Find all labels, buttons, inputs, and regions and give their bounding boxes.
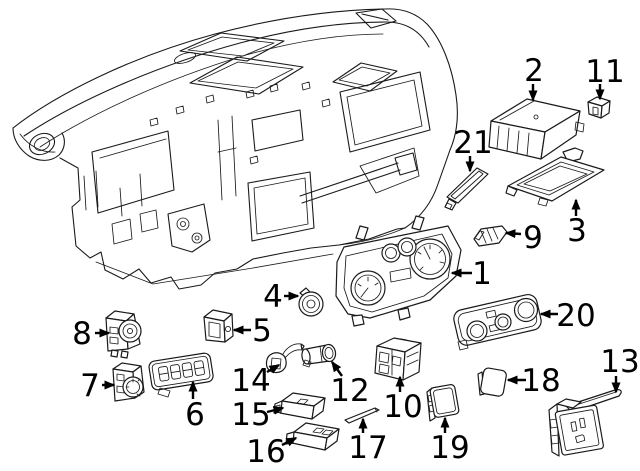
callout-17[interactable]: 17 <box>348 417 388 466</box>
callout-2-label[interactable]: 2 <box>524 53 544 89</box>
part-17-trim-strip <box>344 407 380 424</box>
callout-5[interactable]: 5 <box>232 313 272 349</box>
part-8-headlamp-switch <box>105 310 142 359</box>
part-6-switch-panel <box>148 352 214 398</box>
callout-19-label[interactable]: 19 <box>430 430 469 466</box>
callout-18[interactable]: 18 <box>506 363 561 399</box>
callout-12-label[interactable]: 12 <box>330 373 369 409</box>
callout-15[interactable]: 15 <box>231 397 285 433</box>
callout-13-label[interactable]: 13 <box>600 344 639 380</box>
callout-12[interactable]: 12 <box>330 360 370 409</box>
part-4-round-grommet <box>298 287 324 317</box>
callout-8-label[interactable]: 8 <box>72 316 92 352</box>
callout-21-label[interactable]: 21 <box>453 125 492 161</box>
callout-3[interactable]: 3 <box>567 198 587 249</box>
callout-5-label[interactable]: 5 <box>252 313 272 349</box>
callout-2[interactable]: 2 <box>524 53 544 102</box>
callout-4[interactable]: 4 <box>263 279 300 315</box>
callout-16[interactable]: 16 <box>246 434 298 470</box>
callout-20-label[interactable]: 20 <box>556 298 595 334</box>
callout-1[interactable]: 1 <box>450 256 492 292</box>
part-3-bracket-tray <box>505 147 605 207</box>
callout-8[interactable]: 8 <box>72 316 111 352</box>
callout-15-label[interactable]: 15 <box>231 397 270 433</box>
part-9-small-switch <box>473 225 508 247</box>
part-18-blank-plate <box>477 367 507 397</box>
callout-4-label[interactable]: 4 <box>263 279 283 315</box>
callout-18-label[interactable]: 18 <box>521 363 560 399</box>
callout-14-label[interactable]: 14 <box>231 363 270 399</box>
part-1-instrument-cluster <box>335 215 462 327</box>
ip-structure-lines <box>59 71 431 290</box>
part-21-lamp-lens <box>444 167 489 211</box>
callout-19[interactable]: 19 <box>430 416 470 466</box>
callout-16-label[interactable]: 16 <box>246 434 285 470</box>
callout-10[interactable]: 10 <box>383 375 423 425</box>
part-16-switch-module <box>285 422 340 451</box>
callout-11-label[interactable]: 11 <box>585 54 624 90</box>
part-5-switch <box>203 309 234 343</box>
part-10-connector-module <box>374 337 422 381</box>
part-20-control-panel <box>453 293 542 351</box>
callout-6-label[interactable]: 6 <box>185 397 205 433</box>
part-13-power-outlet <box>548 389 622 457</box>
callout-10-label[interactable]: 10 <box>383 389 422 425</box>
callout-21[interactable]: 21 <box>453 125 493 173</box>
instrument-panel-assembly-art <box>12 8 458 290</box>
callout-6[interactable]: 6 <box>185 380 205 433</box>
part-12-socket-cylinder <box>301 343 337 368</box>
callout-17-label[interactable]: 17 <box>348 430 387 466</box>
callout-13[interactable]: 13 <box>600 344 640 394</box>
callout-7-label[interactable]: 7 <box>80 368 100 404</box>
part-15-switch-module <box>273 392 326 420</box>
callout-20[interactable]: 20 <box>539 298 596 334</box>
callout-1-label[interactable]: 1 <box>472 256 492 292</box>
part-19-module <box>426 384 460 422</box>
callout-9-label[interactable]: 9 <box>523 220 543 256</box>
callout-7[interactable]: 7 <box>80 368 116 404</box>
part-2-module-box <box>488 98 585 160</box>
part-11-clip <box>587 96 611 119</box>
callout-11[interactable]: 11 <box>585 54 625 101</box>
callout-9[interactable]: 9 <box>504 220 543 256</box>
callout-3-label[interactable]: 3 <box>567 213 587 249</box>
part-7-dial-switch <box>112 362 145 402</box>
callout-14[interactable]: 14 <box>231 363 281 399</box>
